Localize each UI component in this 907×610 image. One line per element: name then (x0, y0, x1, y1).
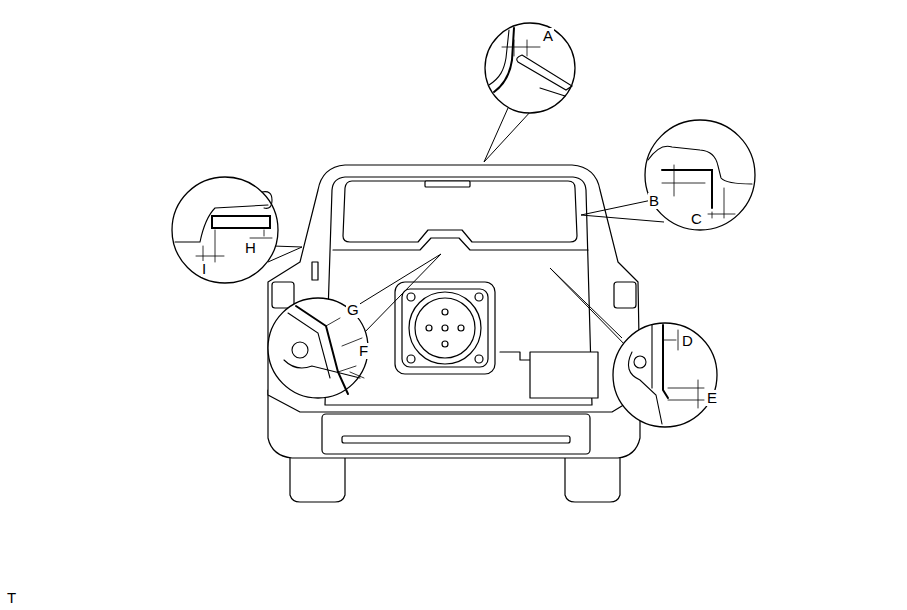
body-outline (268, 165, 640, 412)
bumper-profile (284, 360, 360, 378)
leader-line (550, 268, 630, 350)
door-edge (212, 216, 270, 228)
callout-letter: F (358, 343, 369, 359)
lug-stud (442, 309, 448, 315)
license-plate (530, 352, 598, 398)
detail-circle (172, 177, 278, 283)
leader-line (484, 108, 532, 162)
door-panel-line (333, 238, 588, 250)
callout-letter: H (244, 240, 257, 256)
lug-stud (426, 325, 432, 331)
door-edge (651, 325, 652, 388)
hub-outer (409, 292, 481, 364)
bolt-hole (407, 355, 415, 363)
detail-circles (172, 23, 755, 427)
right-lamp (614, 282, 636, 308)
license-recess (500, 352, 530, 360)
weatherstrip (634, 356, 646, 368)
callout-letter: G (346, 302, 360, 318)
lug-stud (458, 325, 464, 331)
detail-sketches (175, 28, 752, 424)
door-edge (517, 55, 572, 90)
panel-profile (175, 205, 268, 242)
callout-letter: I (201, 261, 207, 277)
callout-letter: D (681, 333, 694, 349)
bolt-hole (475, 293, 483, 301)
bolt-hole (407, 293, 415, 301)
bolt-hole (475, 355, 483, 363)
figure-code: T (6, 590, 17, 606)
dimension-line (663, 330, 704, 408)
door-edge (663, 325, 668, 398)
spare-tire-mount (395, 282, 495, 374)
door-profile (288, 313, 330, 378)
high-mount-stop-lamp (425, 181, 470, 187)
dimension-line (196, 230, 272, 262)
detail-circle (613, 323, 717, 427)
bumper-profile (628, 352, 662, 424)
side-marker (312, 262, 318, 280)
callout-letter: E (706, 390, 718, 406)
dimension-line (502, 40, 540, 56)
leader-line (350, 254, 441, 335)
panel-profile (648, 146, 752, 184)
weatherstrip (262, 192, 272, 209)
roof-profile (494, 28, 514, 92)
back-window (343, 181, 577, 242)
left-lamp (272, 282, 294, 308)
door-edge (662, 170, 712, 208)
lug-stud (442, 325, 448, 331)
spare-tire-mount-inner (402, 289, 488, 367)
door-edge (540, 88, 565, 96)
detail-circle (485, 23, 575, 113)
callout-letter: B (648, 193, 660, 209)
detail-circle (645, 120, 755, 230)
callout-letter: A (542, 28, 554, 44)
callout-letter: C (690, 211, 703, 227)
rear-bumper (322, 414, 590, 454)
weatherstrip (292, 342, 308, 358)
hub-inner (415, 298, 475, 358)
bumper-slot (342, 436, 570, 443)
lug-stud (442, 341, 448, 347)
detail-circle (268, 298, 368, 398)
